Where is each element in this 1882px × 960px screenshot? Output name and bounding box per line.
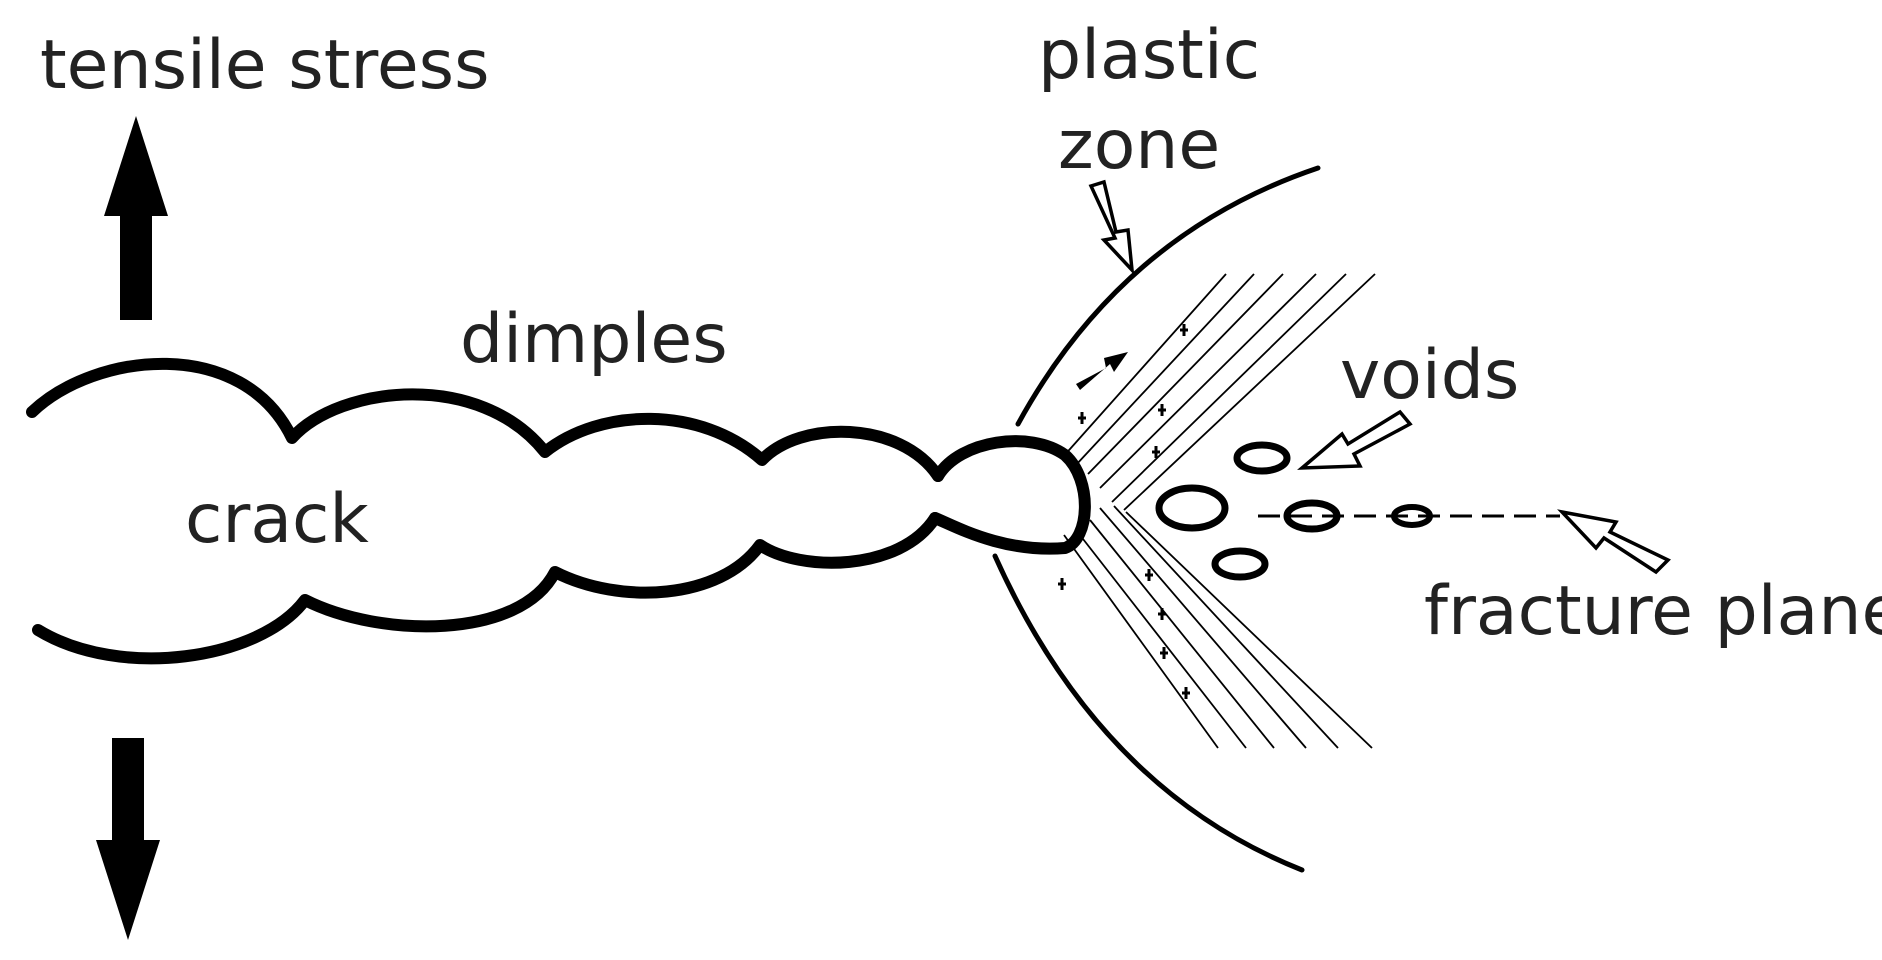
slip-direction-arrow-icon — [1076, 352, 1128, 390]
tensile-arrow-down-icon — [96, 738, 160, 940]
void-large — [1155, 484, 1229, 532]
voids — [1155, 441, 1433, 581]
crack-label: crack — [185, 480, 369, 559]
dislocation-marks — [1058, 324, 1190, 699]
plastic-zone — [992, 165, 1376, 873]
tensile-arrow-up-icon — [104, 116, 168, 320]
plastic-zone-upper-boundary — [1015, 165, 1321, 427]
plastic-zone-pointer-arrow-icon — [1088, 179, 1135, 275]
fracture-plane-pointer-arrow-icon — [1557, 509, 1671, 575]
crack-outline — [26, 357, 1091, 665]
plastic-label: plastic — [1038, 16, 1260, 95]
zone-label: zone — [1058, 106, 1220, 185]
void-lower — [1211, 547, 1269, 581]
fracture-plane-label: fracture plane — [1424, 572, 1882, 651]
plastic-zone-lower-boundary — [992, 553, 1305, 873]
tensile-stress-group: tensile stress — [40, 26, 490, 940]
voids-pointer-arrow-icon — [1297, 409, 1413, 470]
crack-upper-dimple-edge — [26, 357, 944, 482]
void-upper — [1233, 441, 1291, 475]
voids-label: voids — [1340, 336, 1519, 415]
crack-lower-dimple-edge — [32, 512, 941, 665]
tensile-stress-label: tensile stress — [40, 26, 490, 105]
dimples-label: dimples — [460, 300, 728, 379]
slip-lines — [1061, 273, 1376, 749]
crack-tip-void — [929, 435, 1091, 555]
